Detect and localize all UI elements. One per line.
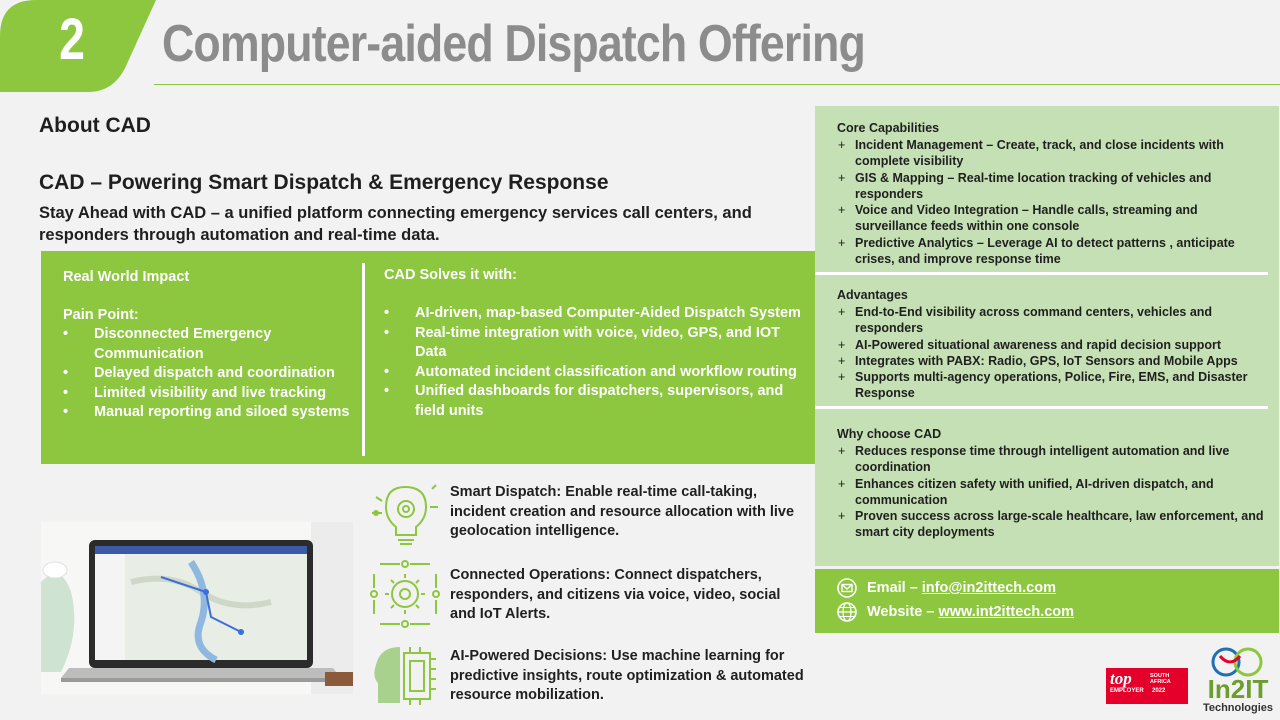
- list-item: AI-Powered situational awareness and rap…: [837, 337, 1267, 354]
- list-item: End-to-End visibility across command cen…: [837, 304, 1267, 337]
- email-row: Email – info@in2ittech.com: [837, 577, 1056, 599]
- list-item: Supports multi-agency operations, Police…: [837, 369, 1267, 402]
- advantages-section: Advantages End-to-End visibility across …: [837, 287, 1267, 402]
- list-item: Limited visibility and live tracking: [63, 384, 363, 404]
- in2it-mark-icon: [1211, 647, 1263, 677]
- list-item: Reduces response time through intelligen…: [837, 443, 1267, 476]
- list-item: Delayed dispatch and coordination: [63, 364, 363, 384]
- feature-text: Smart Dispatch: Enable real-time call-ta…: [450, 484, 795, 539]
- why-choose-list: Reduces response time through intelligen…: [837, 443, 1267, 541]
- list-item: Incident Management – Create, track, and…: [837, 137, 1267, 170]
- impact-divider: [362, 263, 365, 456]
- feature-text: AI-Powered Decisions: Use machine learni…: [450, 648, 804, 703]
- solutions-list: AI-driven, map-based Computer-Aided Disp…: [384, 304, 814, 421]
- email-icon: [837, 578, 857, 598]
- impact-panel: Real World Impact Pain Point: Disconnect…: [41, 251, 816, 464]
- section-divider: [815, 272, 1268, 275]
- list-item: Enhances citizen safety with unified, AI…: [837, 476, 1267, 509]
- list-item: Unified dashboards for dispatchers, supe…: [384, 382, 814, 421]
- section-title: Advantages: [837, 288, 908, 302]
- list-item: AI-driven, map-based Computer-Aided Disp…: [384, 304, 814, 324]
- why-choose-section: Why choose CAD Reduces response time thr…: [837, 426, 1267, 541]
- laptop-map-image: [41, 522, 353, 694]
- impact-title: Real World Impact: [63, 269, 190, 285]
- section-divider: [815, 406, 1268, 409]
- page-title: Computer-aided Dispatch Offering: [162, 15, 866, 73]
- top-employer-word: top: [1110, 669, 1132, 688]
- email-link[interactable]: info@in2ittech.com: [921, 580, 1056, 596]
- top-employer-sub: EMPLOYER: [1110, 688, 1144, 694]
- ai-head-chip-icon: [374, 647, 436, 705]
- laptop-illustration: [41, 522, 353, 694]
- in2it-name: In2IT: [1207, 674, 1269, 704]
- in2it-subtitle: Technologies: [1202, 702, 1274, 714]
- section-title: Core Capabilities: [837, 121, 940, 135]
- website-link[interactable]: www.int2ittech.com: [938, 604, 1075, 620]
- advantages-list: End-to-End visibility across command cen…: [837, 304, 1267, 402]
- badge-shape: [0, 0, 156, 92]
- list-item: Real-time integration with voice, video,…: [384, 324, 814, 363]
- title-divider: [154, 84, 1280, 85]
- solutions-title: CAD Solves it with:: [384, 267, 517, 283]
- email-label: Email –: [867, 580, 918, 596]
- list-item: Manual reporting and siloed systems: [63, 403, 363, 423]
- section-title: Why choose CAD: [837, 427, 942, 441]
- pain-points-column: Real World Impact Pain Point: Disconnect…: [63, 268, 363, 423]
- website-label: Website –: [867, 604, 935, 620]
- website-row: Website – www.int2ittech.com: [837, 601, 1074, 623]
- top-employer-logo: top EMPLOYER SOUTH AFRICA 2022: [1106, 668, 1188, 704]
- list-item: Integrates with PABX: Radio, GPS, IoT Se…: [837, 353, 1267, 370]
- pain-point-list: Disconnected Emergency Communication Del…: [63, 325, 363, 423]
- list-item: Proven success across large-scale health…: [837, 508, 1267, 541]
- pain-point-title: Pain Point:: [63, 307, 139, 323]
- core-capabilities-list: Incident Management – Create, track, and…: [837, 137, 1267, 267]
- list-item: Automated incident classification and wo…: [384, 363, 814, 383]
- core-capabilities-section: Core Capabilities Incident Management – …: [837, 120, 1267, 267]
- feature-text: Connected Operations: Connect dispatcher…: [450, 567, 781, 622]
- slide-number: 2: [59, 7, 85, 72]
- about-heading: About CAD: [39, 114, 151, 137]
- cad-headline: CAD – Powering Smart Dispatch & Emergenc…: [39, 171, 609, 194]
- top-employer-region: SOUTH AFRICA: [1150, 673, 1171, 685]
- list-item: Voice and Video Integration – Handle cal…: [837, 202, 1267, 235]
- list-item: Predictive Analytics – Leverage AI to de…: [837, 235, 1267, 268]
- list-item: GIS & Mapping – Real-time location track…: [837, 170, 1267, 203]
- lightbulb-gear-icon: [372, 484, 438, 545]
- in2it-logo: In2IT Technologies: [1196, 646, 1280, 720]
- contact-panel: Email – info@in2ittech.com Website – www…: [815, 569, 1279, 633]
- top-employer-year: 2022: [1152, 688, 1166, 694]
- globe-icon: [837, 602, 857, 622]
- connected-gear-icon: [370, 560, 440, 628]
- solutions-column: CAD Solves it with: AI-driven, map-based…: [384, 266, 814, 421]
- capabilities-panel: Core Capabilities Incident Management – …: [815, 106, 1279, 566]
- list-item: Disconnected Emergency Communication: [63, 325, 363, 364]
- cad-intro: Stay Ahead with CAD – a unified platform…: [39, 204, 752, 244]
